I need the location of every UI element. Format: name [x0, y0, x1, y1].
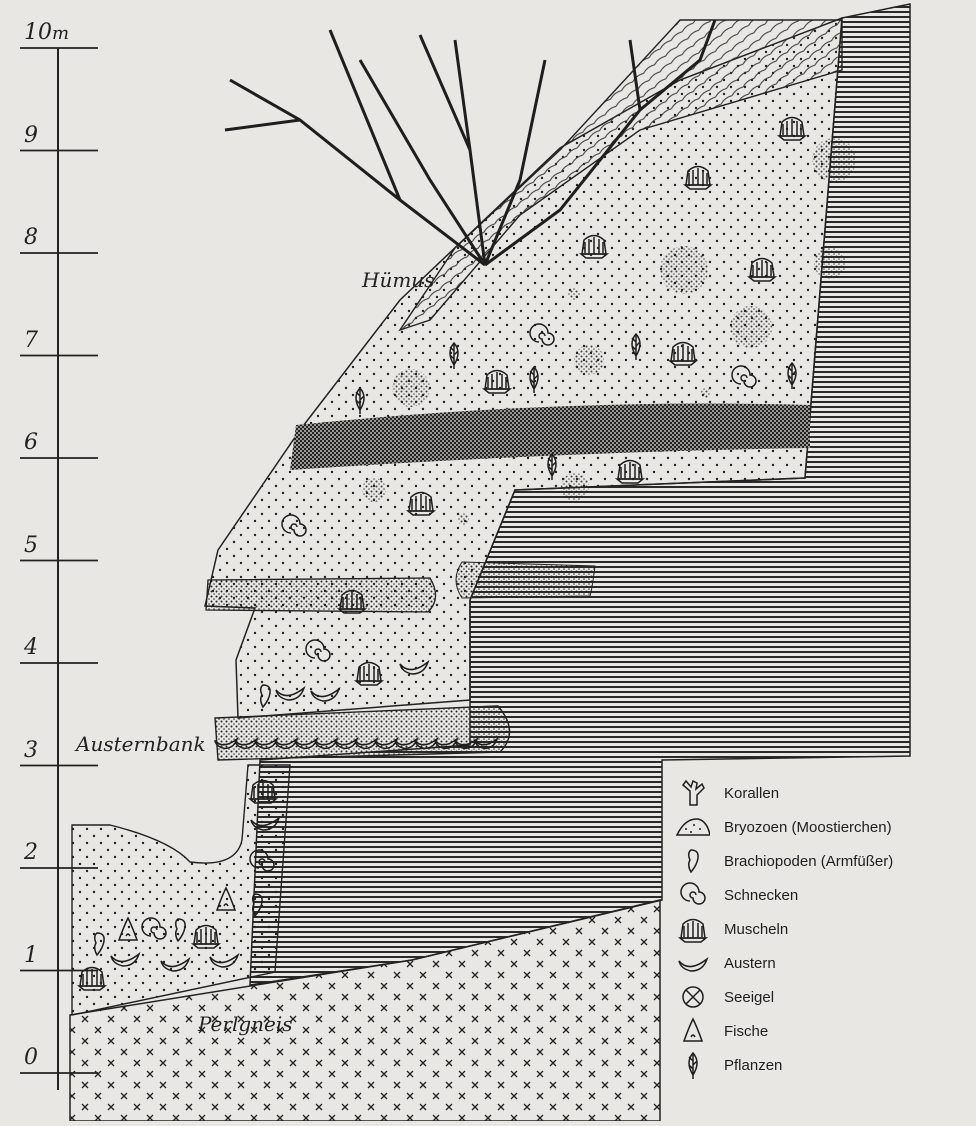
legend-label: Brachiopoden (Armfüßer): [724, 853, 893, 870]
coral-icon: [676, 778, 710, 808]
stippled-nodule: [812, 138, 856, 182]
legend-item: Korallen: [676, 776, 971, 810]
legend-item: Schnecken: [676, 878, 971, 912]
mussel-icon: [408, 493, 434, 516]
legend-item: Pflanzen: [676, 1048, 971, 1082]
stippled-nodule: [392, 369, 430, 407]
oyster-bank-label: Austernbank: [76, 732, 206, 756]
legend-label: Bryozoen (Moostierchen): [724, 819, 892, 836]
sea-urchin-icon: [676, 982, 710, 1012]
mussel-icon: [193, 926, 219, 949]
stippled-nodule: [568, 288, 580, 300]
plant-icon: [676, 1050, 710, 1080]
legend-label: Pflanzen: [724, 1057, 782, 1074]
stippled-nodule: [457, 513, 469, 525]
mussel-icon: [685, 167, 711, 190]
scale-label: 7: [24, 328, 38, 353]
scale-label: 1: [24, 943, 38, 968]
mussel-icon: [356, 663, 382, 686]
stippled-nodule: [362, 478, 386, 502]
scale-label: 8: [24, 225, 38, 250]
stippled-nodule: [574, 345, 604, 375]
mussel-icon: [676, 914, 710, 944]
legend-label: Austern: [724, 955, 776, 972]
mussel-icon: [581, 236, 607, 259]
scale-label: 3: [24, 738, 38, 763]
stippled-nodule: [561, 473, 589, 501]
scale-unit: m: [52, 23, 69, 44]
bryozoan-icon: [676, 812, 710, 842]
mussel-icon: [749, 259, 775, 282]
scale-label: 0: [24, 1045, 38, 1070]
mussel-icon: [484, 371, 510, 394]
legend-item: Bryozoen (Moostierchen): [676, 810, 971, 844]
mussel-icon: [670, 343, 696, 366]
snail-icon: [676, 880, 710, 910]
scale-label: 5: [24, 533, 38, 558]
legend-label: Muscheln: [724, 921, 788, 938]
legend-label: Seeigel: [724, 989, 774, 1006]
scale-label: 10m: [24, 20, 69, 45]
legend-item: Brachiopoden (Armfüßer): [676, 844, 971, 878]
legend-label: Korallen: [724, 785, 779, 802]
mussel-icon: [339, 591, 365, 614]
legend-label: Fische: [724, 1023, 768, 1040]
stippled-nodule: [660, 246, 708, 294]
legend-label: Schnecken: [724, 887, 798, 904]
stippled-nodule: [730, 306, 772, 348]
scale-label: 4: [24, 635, 38, 660]
humus-label: Hümus: [362, 268, 434, 292]
legend-item: Muscheln: [676, 912, 971, 946]
brachiopod-icon: [676, 846, 710, 876]
oyster-icon: [676, 948, 710, 978]
sandstone-lens-right: [456, 562, 595, 598]
legend-item: Seeigel: [676, 980, 971, 1014]
mussel-icon: [617, 461, 643, 484]
legend-item: Fische: [676, 1014, 971, 1048]
scale-label: 9: [24, 123, 38, 148]
mussel-icon: [79, 968, 105, 991]
mussel-icon: [250, 781, 276, 804]
legend-item: Austern: [676, 946, 971, 980]
scale-label: 2: [24, 840, 38, 865]
stippled-nodule: [814, 247, 846, 279]
perlgneiss-label: Perlgneis: [198, 1012, 293, 1036]
stippled-nodule: [701, 388, 711, 398]
mussel-icon: [779, 118, 805, 141]
sandstone-lens-left: [206, 578, 436, 612]
fish-tooth-icon: [676, 1016, 710, 1046]
scale-label: 6: [24, 430, 38, 455]
